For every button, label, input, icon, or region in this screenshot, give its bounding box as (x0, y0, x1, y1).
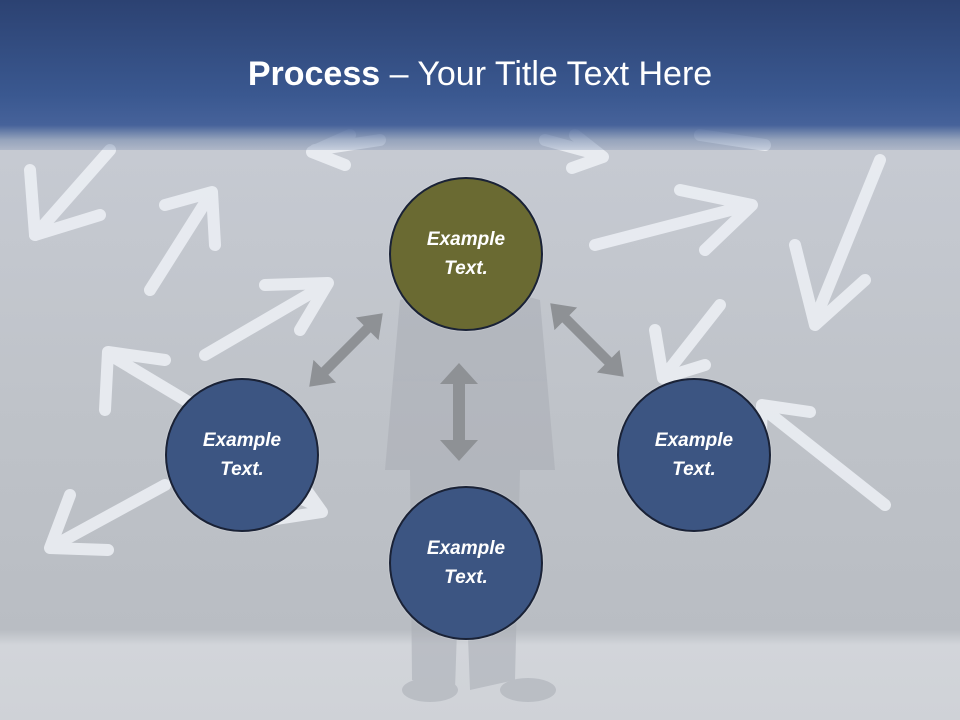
chalk-arrow (589, 184, 758, 256)
header-band (0, 0, 960, 150)
chalk-arrow (789, 154, 886, 331)
process-node-right: Example Text. (617, 378, 771, 532)
double-arrow-vertical (440, 363, 478, 461)
process-node-right-text: Example Text. (654, 430, 734, 480)
process-node-bottom: Example Text. (389, 486, 543, 640)
process-node-top-text: Example Text. (426, 229, 506, 279)
slide-title: Process – Your Title Text Here (0, 52, 960, 96)
double-arrow-top-right (550, 303, 624, 377)
process-node-bottom-text: Example Text. (426, 538, 506, 588)
connector-arrows (309, 303, 624, 461)
chalk-arrow (199, 277, 334, 361)
process-node-left-text: Example Text. (202, 430, 282, 480)
process-node-left: Example Text. (165, 378, 319, 532)
chalk-arrow (144, 186, 221, 296)
title-rest: – Your Title Text Here (380, 55, 713, 93)
chalk-arrow (24, 144, 116, 241)
process-node-top: Example Text. (389, 177, 543, 331)
chalk-arrow (44, 479, 171, 556)
title-bold: Process (247, 55, 381, 93)
chalk-arrow (649, 299, 726, 384)
double-arrow-top-left (309, 313, 383, 387)
chalk-arrow (754, 399, 891, 511)
